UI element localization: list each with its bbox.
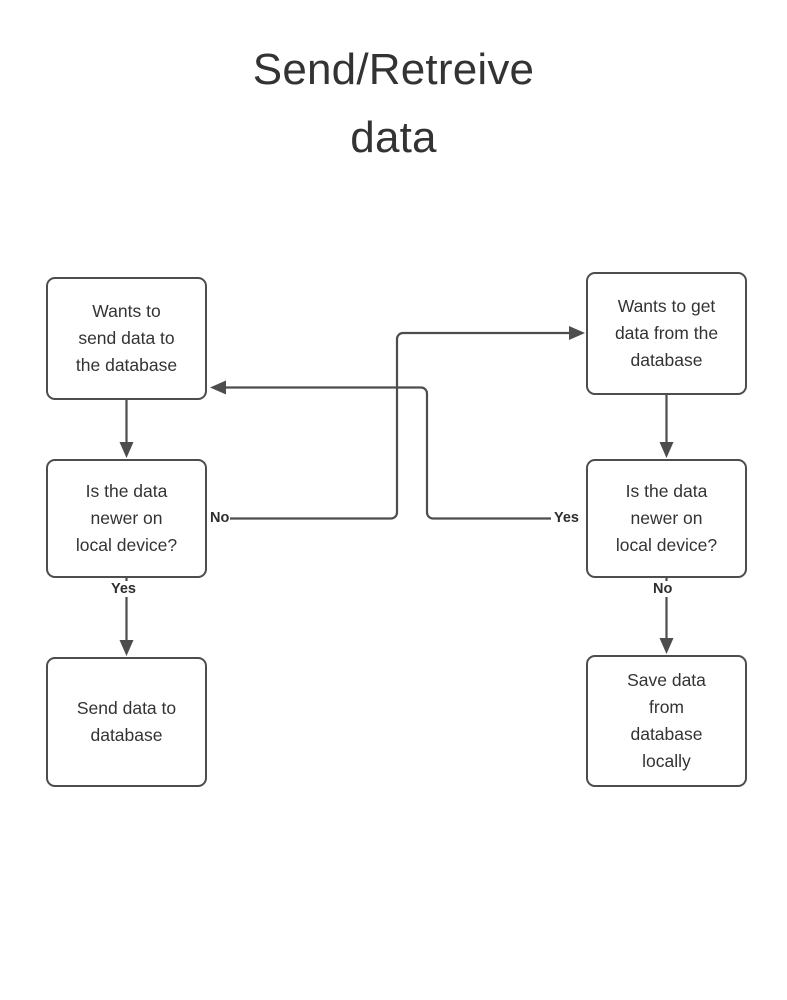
node-send-data-to-database[interactable]: Send data to database: [46, 657, 207, 787]
node-wants-to-send-data[interactable]: Wants to send data to the database: [46, 277, 207, 400]
node-wants-to-get-data[interactable]: Wants to get data from the database: [586, 272, 747, 395]
node-save-data-from-database-locally[interactable]: Save data from database locally: [586, 655, 747, 787]
edge-get-intent-to-get-decide: [659, 395, 674, 458]
page-title: Send/Retreive data: [252, 45, 535, 162]
node-is-data-newer-local-right[interactable]: Is the data newer on local device?: [586, 459, 747, 578]
edge-label-left-decision-yes: Yes: [110, 581, 137, 597]
edge-send-intent-to-send-decide: [119, 400, 134, 458]
edge-label-right-decision-no: No: [652, 581, 674, 597]
edge-send-decide-to-get-intent: [229, 326, 585, 520]
edge-label-right-decision-yes: Yes: [553, 510, 580, 526]
node-is-data-newer-local-left[interactable]: Is the data newer on local device?: [46, 459, 207, 578]
edge-label-left-decision-no: No: [209, 510, 231, 526]
edge-get-decide-to-send-intent: [210, 380, 551, 520]
